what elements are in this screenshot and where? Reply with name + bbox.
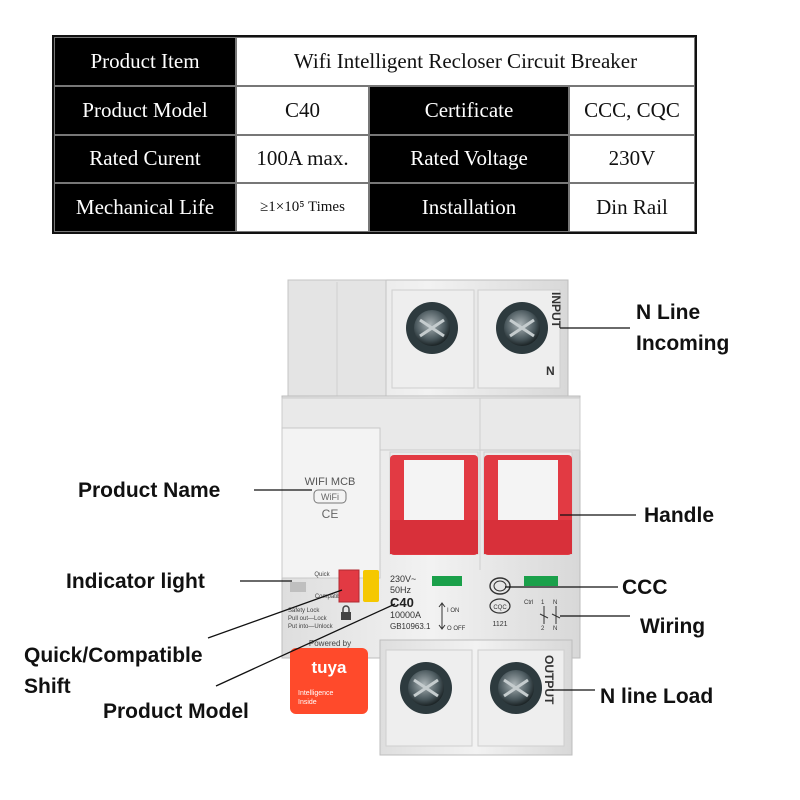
input-label: INPUT xyxy=(549,292,563,329)
svg-text:N: N xyxy=(553,626,557,632)
input-screw-left-icon xyxy=(406,302,458,354)
spec-value-product-model: C40 xyxy=(236,85,369,135)
callout-line: Shift xyxy=(24,675,71,698)
spec-table: Product Item Wifi Intelligent Recloser C… xyxy=(52,35,697,234)
lock-line-2: Pull out—Lock xyxy=(288,616,328,622)
callout-indicator-light: Indicator light xyxy=(66,566,205,597)
svg-text:tuya: tuya xyxy=(312,658,348,677)
off-label: O OFF xyxy=(447,626,466,632)
svg-text:N: N xyxy=(553,600,557,606)
svg-text:WiFi: WiFi xyxy=(321,492,339,502)
on-label: I ON xyxy=(447,608,459,614)
callout-line: Wiring xyxy=(640,615,706,638)
callout-line: Product Model xyxy=(103,700,249,723)
powered-by-label: Powered by xyxy=(309,639,351,648)
callout-product-name: Product Name xyxy=(78,475,220,506)
lock-line-3: Put into—Unlock xyxy=(288,624,334,630)
spec-label-product-model: Product Model xyxy=(54,85,236,135)
indicator-led xyxy=(290,582,306,592)
output-label: OUTPUT xyxy=(542,655,556,705)
spec-value-rated-current: 100A max. xyxy=(236,134,369,184)
spec-value-product-item: Wifi Intelligent Recloser Circuit Breake… xyxy=(236,37,695,86)
spec-label-rated-current: Rated Curent xyxy=(54,134,236,184)
svg-text:Ctrl: Ctrl xyxy=(524,600,533,606)
svg-text:1: 1 xyxy=(541,600,545,606)
ccc-mark-icon xyxy=(489,577,511,595)
spec-label-product-item: Product Item xyxy=(54,37,236,86)
callout-line: Incoming xyxy=(636,332,730,355)
quick-compatible-switch xyxy=(338,569,360,603)
rating-breaking-capacity: 10000A xyxy=(390,610,421,620)
indicator-light xyxy=(363,570,379,602)
spec-label-mechanical-life: Mechanical Life xyxy=(54,183,236,232)
spec-label-installation: Installation xyxy=(369,183,569,232)
module-title: WIFI MCB xyxy=(305,476,356,488)
callout-line: N line Load xyxy=(600,685,714,708)
rating-voltage: 230V~ xyxy=(390,574,416,584)
callout-wiring: Wiring xyxy=(640,611,705,642)
spec-label-rated-voltage: Rated Voltage xyxy=(369,134,569,184)
rating-model: C40 xyxy=(390,595,414,610)
output-screw-left-icon xyxy=(400,662,452,714)
svg-text:Inside: Inside xyxy=(298,699,317,706)
callout-n-line-incoming: N Line Incoming xyxy=(636,297,729,359)
lock-line-1: Safety Lock xyxy=(288,608,320,614)
callout-line: Indicator light xyxy=(66,570,205,593)
svg-text:CQC: CQC xyxy=(493,605,507,611)
callout-ccc: CCC xyxy=(622,572,668,603)
spec-value-mechanical-life: ≥1×10⁵ Times xyxy=(236,183,369,232)
callout-line: CCC xyxy=(622,576,668,599)
input-n-label: N xyxy=(546,364,555,378)
handle-right xyxy=(483,451,573,555)
rating-standard: GB10963.1 xyxy=(390,622,431,631)
spec-label-certificate: Certificate xyxy=(369,85,569,135)
svg-text:Intelligence: Intelligence xyxy=(298,690,334,697)
callout-line: Quick/Compatible xyxy=(24,644,203,667)
svg-text:2: 2 xyxy=(541,626,545,632)
spec-value-installation: Din Rail xyxy=(569,183,695,232)
callout-handle: Handle xyxy=(644,500,714,531)
status-window-right xyxy=(524,576,558,586)
status-window-left xyxy=(432,576,462,586)
ce-mark: CE xyxy=(322,507,339,521)
spec-value-certificate: CCC, CQC xyxy=(569,85,695,135)
output-screw-right-icon xyxy=(490,662,542,714)
handle-left xyxy=(389,451,479,555)
rating-frequency: 50Hz xyxy=(390,585,412,595)
input-screw-right-icon xyxy=(496,302,548,354)
callout-line: Product Name xyxy=(78,479,221,502)
spec-value-rated-voltage: 230V xyxy=(569,134,695,184)
callout-quick-compatible-shift: Quick/Compatible Shift xyxy=(24,640,203,702)
cert-code: 1121 xyxy=(492,621,507,628)
wifi-badge-icon: WiFi xyxy=(313,489,347,504)
tuya-logo: tuya Intelligence Inside xyxy=(290,648,368,714)
callout-line: N Line xyxy=(636,301,701,324)
on-off-arrow-icon xyxy=(438,602,446,630)
callout-product-model: Product Model xyxy=(103,696,249,727)
quick-label: Quick xyxy=(314,572,330,578)
cqc-mark-icon: CQC xyxy=(489,598,511,614)
callout-line: Handle xyxy=(644,504,715,527)
callout-n-line-load: N line Load xyxy=(600,681,713,712)
wiring-diagram-icon: Ctrl 1 N 2 N xyxy=(524,600,561,632)
